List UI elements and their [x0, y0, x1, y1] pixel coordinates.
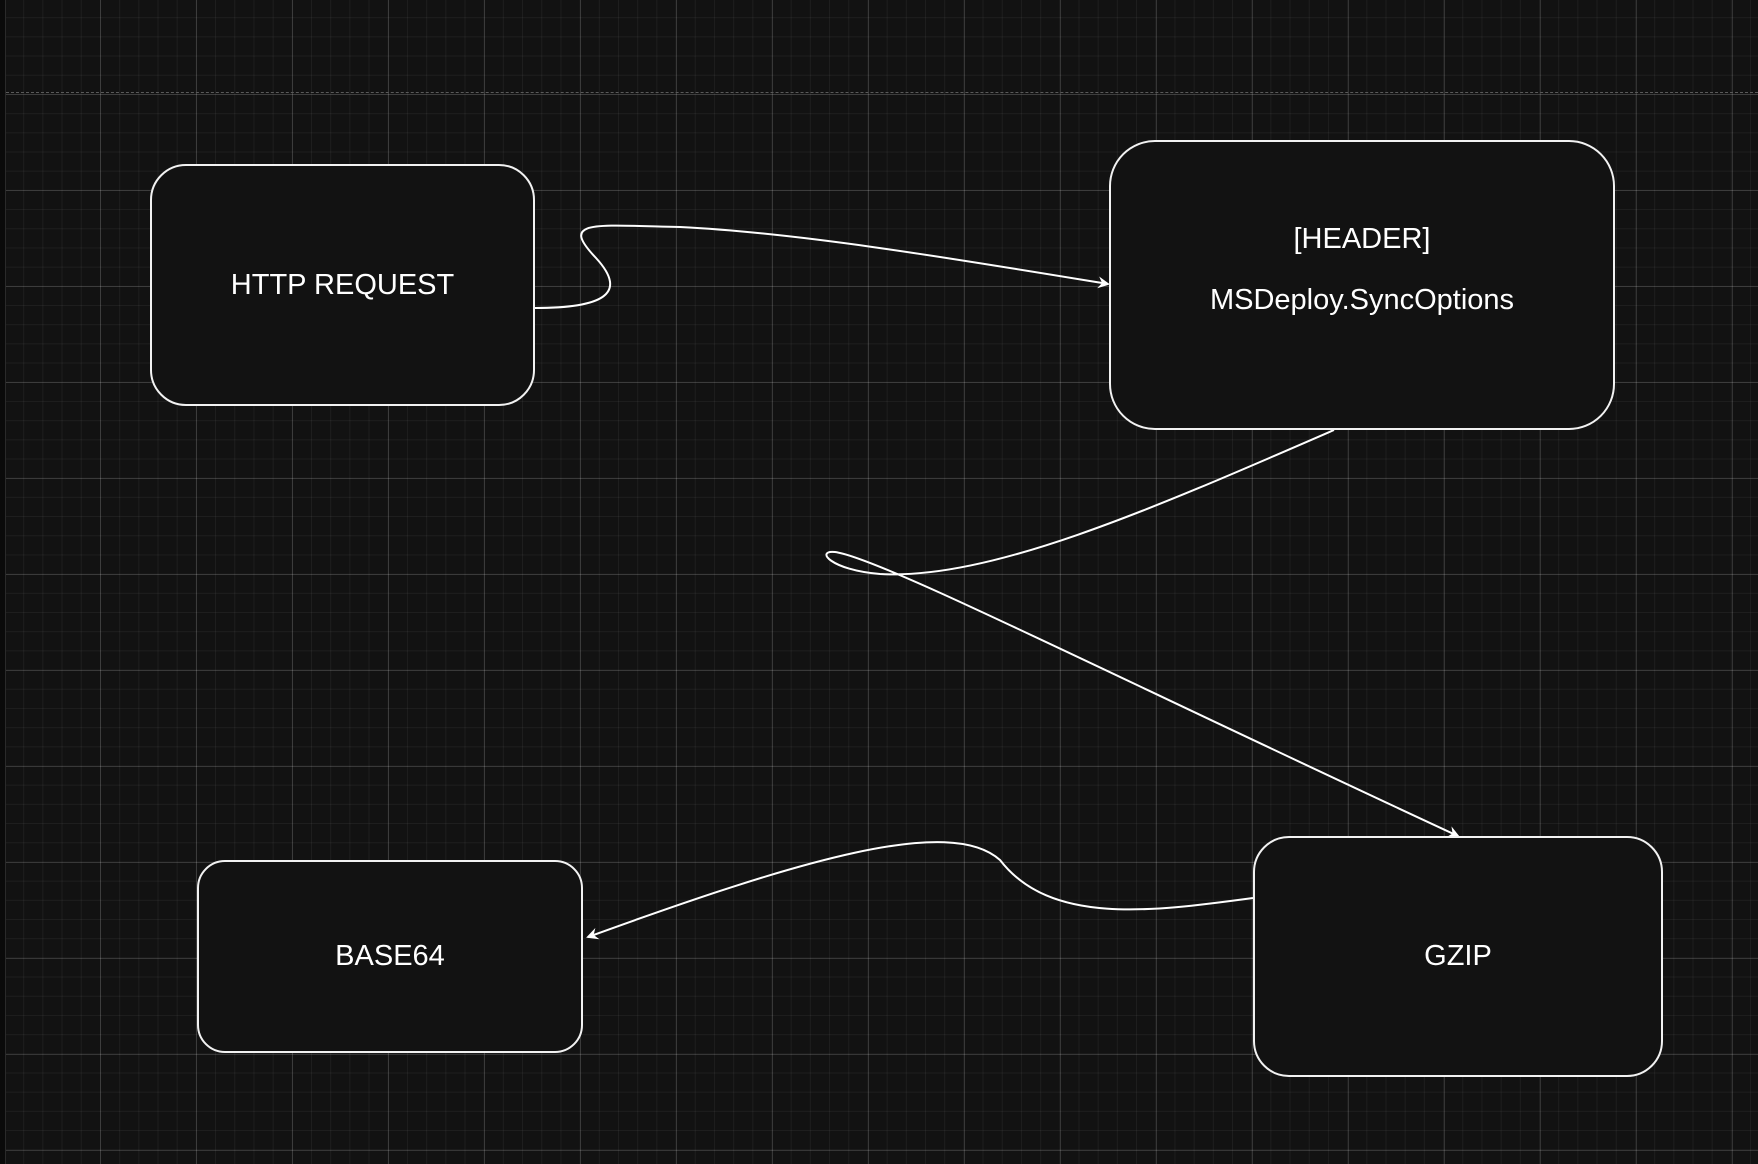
node-gzip-label: GZIP [1424, 940, 1492, 973]
edge-header-to-gzip[interactable] [825, 429, 1460, 838]
node-gzip[interactable]: GZIP [1253, 836, 1663, 1077]
node-http-request-label: HTTP REQUEST [230, 268, 455, 301]
node-header[interactable]: [HEADER] MSDeploy.SyncOptions [1109, 140, 1615, 430]
page-break-line [6, 92, 1758, 93]
node-http-request[interactable]: HTTP REQUEST [150, 164, 535, 406]
edge-http-to-header[interactable] [534, 224, 1110, 309]
edge-gzip-to-base64[interactable] [586, 841, 1254, 940]
node-header-label: [HEADER] [1293, 223, 1431, 256]
node-base64-label: BASE64 [335, 940, 445, 973]
node-base64[interactable]: BASE64 [197, 860, 583, 1053]
node-header-sublabel: MSDeploy.SyncOptions [1209, 284, 1515, 316]
canvas-left-border [0, 0, 6, 1164]
